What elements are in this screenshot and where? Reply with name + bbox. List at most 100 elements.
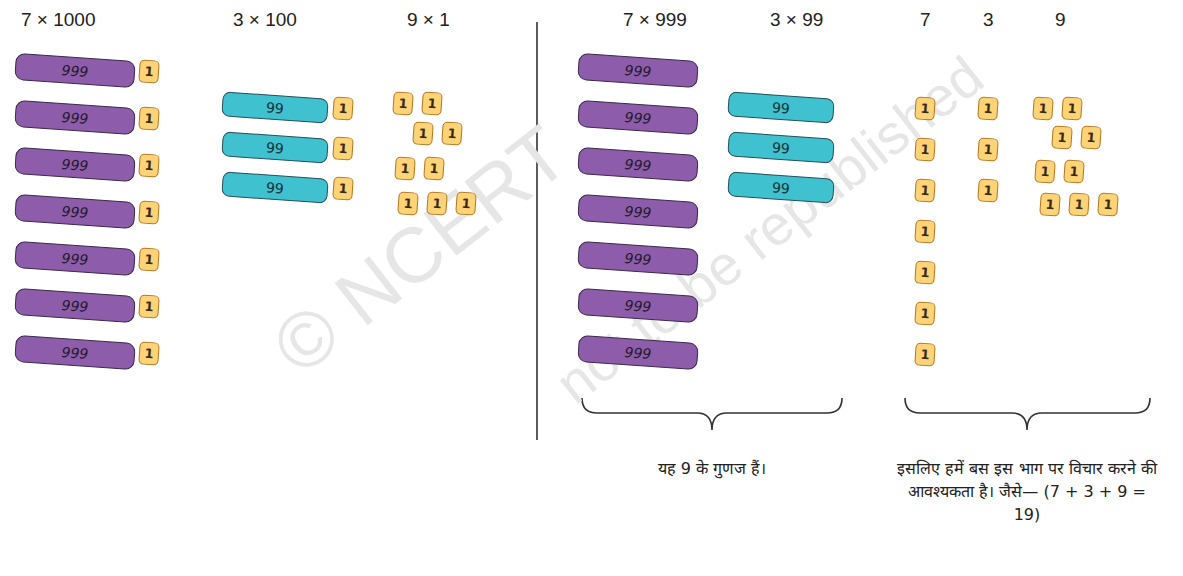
purple-bar: 999 <box>14 53 136 88</box>
purple-bar: 999 <box>577 53 699 88</box>
purple-bar: 999 <box>577 100 699 135</box>
header-label: 9 × 1 <box>407 6 450 34</box>
caption-text: इसलिए हमें बस इस भाग पर विचार करने की आव… <box>896 457 1158 527</box>
tile-number: 1 <box>427 97 437 111</box>
tile-number: 1 <box>461 197 471 211</box>
unit-tile: 1 <box>138 59 160 83</box>
tile-number: 1 <box>144 206 154 220</box>
bar-number: 999 <box>624 251 652 267</box>
unit-tile: 1 <box>397 191 419 215</box>
tile-number: 1 <box>447 127 457 141</box>
tile-number: 1 <box>400 162 410 176</box>
purple-bar: 999 <box>14 100 136 135</box>
bar-number: 99 <box>772 140 791 155</box>
bar-number: 999 <box>624 63 652 79</box>
tile-number: 1 <box>920 225 930 239</box>
purple-bar: 999 <box>14 335 136 370</box>
tile-number: 1 <box>144 253 154 267</box>
unit-tile: 1 <box>1039 192 1061 216</box>
tile-number: 1 <box>1069 165 1079 179</box>
unit-tile: 1 <box>138 294 160 318</box>
tile-number: 1 <box>398 97 408 111</box>
unit-tile: 1 <box>914 260 936 284</box>
unit-tile: 1 <box>392 91 414 115</box>
unit-tile: 1 <box>914 219 936 243</box>
unit-tile: 1 <box>332 136 354 160</box>
tile-number: 1 <box>920 184 930 198</box>
tile-number: 1 <box>920 266 930 280</box>
purple-bar: 999 <box>14 194 136 229</box>
header-label: 3 <box>983 6 994 34</box>
unit-tile: 1 <box>1063 159 1085 183</box>
header-label: 3 × 100 <box>233 6 297 34</box>
tile-number: 1 <box>403 197 413 211</box>
tile-number: 1 <box>920 348 930 362</box>
tile-number: 1 <box>144 65 154 79</box>
tile-number: 1 <box>1045 198 1055 212</box>
unit-tile: 1 <box>1097 192 1119 216</box>
tile-number: 1 <box>338 142 348 156</box>
unit-tile: 1 <box>914 137 936 161</box>
unit-tile: 1 <box>1051 125 1073 149</box>
header-label: 3 × 99 <box>770 6 823 34</box>
bar-number: 999 <box>624 204 652 220</box>
tile-number: 1 <box>144 159 154 173</box>
unit-tile: 1 <box>1080 125 1102 149</box>
cyan-bar: 99 <box>221 171 328 203</box>
bar-number: 99 <box>266 100 285 115</box>
tile-number: 1 <box>429 162 439 176</box>
tile-number: 1 <box>920 307 930 321</box>
tile-number: 1 <box>338 102 348 116</box>
bar-number: 999 <box>624 298 652 314</box>
tile-number: 1 <box>983 143 993 157</box>
header-label: 9 <box>1055 6 1066 34</box>
tile-number: 1 <box>144 347 154 361</box>
bar-number: 999 <box>624 110 652 126</box>
bar-number: 999 <box>61 251 89 267</box>
unit-tile: 1 <box>138 200 160 224</box>
cyan-bar: 99 <box>221 91 328 123</box>
purple-bar: 999 <box>14 147 136 182</box>
unit-tile: 1 <box>914 96 936 120</box>
caption-text: यह 9 के गुणज हैं। <box>597 457 827 480</box>
bar-number: 999 <box>61 204 89 220</box>
bar-number: 999 <box>61 345 89 361</box>
curly-brace <box>905 398 1150 430</box>
cyan-bar: 99 <box>727 131 834 163</box>
tile-number: 1 <box>1086 131 1096 145</box>
unit-tile: 1 <box>1068 192 1090 216</box>
unit-tile: 1 <box>977 96 999 120</box>
unit-tile: 1 <box>977 137 999 161</box>
unit-tile: 1 <box>421 91 443 115</box>
unit-tile: 1 <box>412 121 434 145</box>
bar-number: 999 <box>624 345 652 361</box>
tile-number: 1 <box>920 102 930 116</box>
tile-number: 1 <box>144 300 154 314</box>
tile-number: 1 <box>432 197 442 211</box>
bar-number: 999 <box>61 157 89 173</box>
bar-number: 999 <box>624 157 652 173</box>
tile-number: 1 <box>144 112 154 126</box>
unit-tile: 1 <box>332 96 354 120</box>
cyan-bar: 99 <box>727 91 834 123</box>
unit-tile: 1 <box>914 301 936 325</box>
cyan-bar: 99 <box>221 131 328 163</box>
header-label: 7 <box>920 6 931 34</box>
unit-tile: 1 <box>455 191 477 215</box>
tile-number: 1 <box>1038 102 1048 116</box>
divider-line <box>536 22 538 440</box>
tile-number: 1 <box>1074 198 1084 212</box>
unit-tile: 1 <box>138 341 160 365</box>
purple-bar: 999 <box>577 194 699 229</box>
unit-tile: 1 <box>1061 96 1083 120</box>
purple-bar: 999 <box>577 241 699 276</box>
unit-tile: 1 <box>394 156 416 180</box>
tile-number: 1 <box>1103 198 1113 212</box>
tile-number: 1 <box>983 184 993 198</box>
unit-tile: 1 <box>441 121 463 145</box>
tile-number: 1 <box>338 182 348 196</box>
unit-tile: 1 <box>977 178 999 202</box>
bar-number: 999 <box>61 298 89 314</box>
tile-number: 1 <box>920 143 930 157</box>
